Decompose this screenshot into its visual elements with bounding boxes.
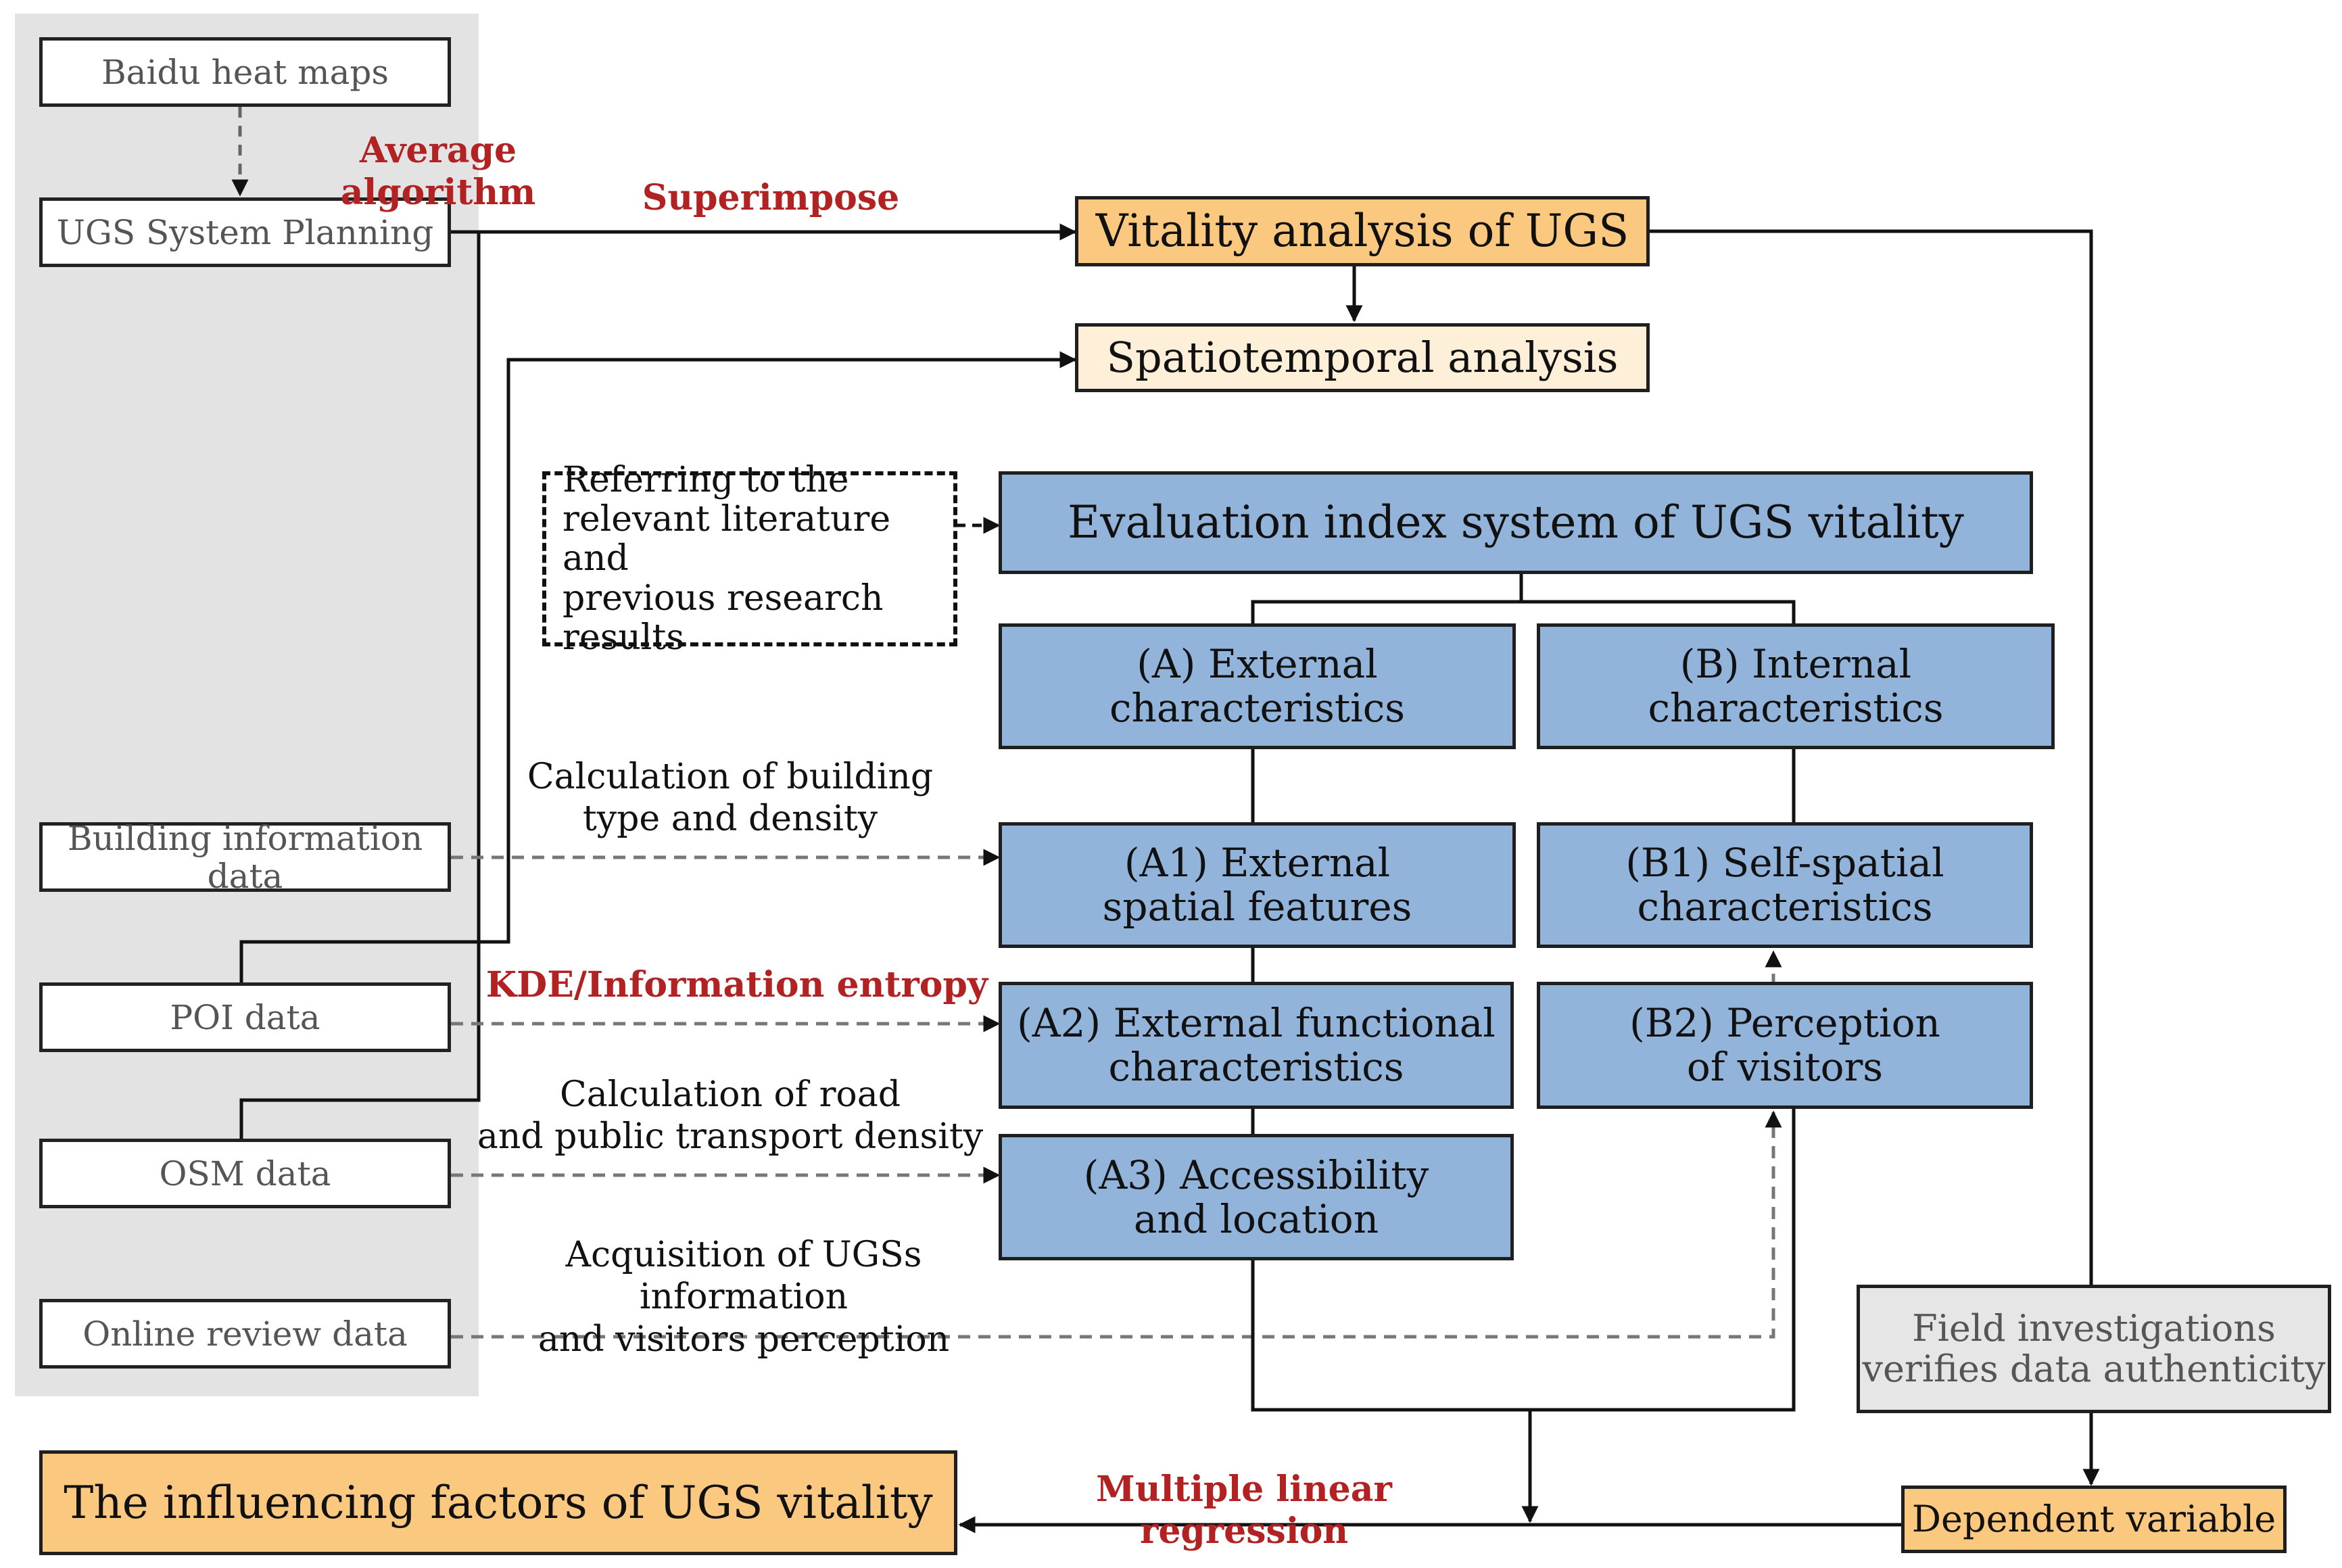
- referring-literature-box: Referring to the relevant literature and…: [542, 460, 957, 657]
- a1-spatial-features-box: (A1) External spatial features: [999, 822, 1516, 948]
- internal-characteristics-box: (B) Internal characteristics: [1537, 623, 2055, 749]
- online-review-box: Online review data: [39, 1299, 451, 1369]
- a2-functional-box: (A2) External functional characteristics: [999, 982, 1514, 1109]
- evaluation-bracket: [1251, 600, 1796, 623]
- road-calculation-label: Calculation of road and public transport…: [477, 1074, 984, 1158]
- kde-label: KDE/Information entropy: [485, 964, 988, 1005]
- ugs-system-planning-box: UGS System Planning: [39, 197, 451, 267]
- vitality-to-field-line: [1648, 229, 2093, 1285]
- field-investigations-box: Field investigations verifies data authe…: [1857, 1285, 2331, 1413]
- osm-data-box: OSM data: [39, 1139, 451, 1208]
- b2-perception-box: (B2) Perception of visitors: [1537, 982, 2033, 1109]
- poi-data-box: POI data: [39, 982, 451, 1052]
- external-characteristics-box: (A) External characteristics: [999, 623, 1516, 749]
- a3-accessibility-box: (A3) Accessibility and location: [999, 1134, 1514, 1260]
- building-calculation-label: Calculation of building type and density: [527, 757, 934, 840]
- dependent-variable-box: Dependent variable: [1901, 1486, 2287, 1553]
- regression-label: Multiple linear regression: [1096, 1469, 1392, 1552]
- average-algorithm-label: Average algorithm: [340, 130, 536, 214]
- building-information-box: Building information data: [39, 819, 451, 895]
- superimpose-label: Superimpose: [642, 177, 900, 218]
- influencing-factors-box: The influencing factors of UGS vitality: [39, 1450, 957, 1555]
- b1-self-spatial-box: (B1) Self-spatial characteristics: [1537, 822, 2033, 948]
- spatiotemporal-analysis-box: Spatiotemporal analysis: [1075, 323, 1650, 392]
- evaluation-index-box: Evaluation index system of UGS vitality: [999, 471, 2033, 574]
- acquisition-label: Acquisition of UGSs information and visi…: [537, 1235, 950, 1360]
- baidu-heat-maps-box: Baidu heat maps: [39, 37, 451, 107]
- vitality-analysis-box: Vitality analysis of UGS: [1075, 196, 1650, 266]
